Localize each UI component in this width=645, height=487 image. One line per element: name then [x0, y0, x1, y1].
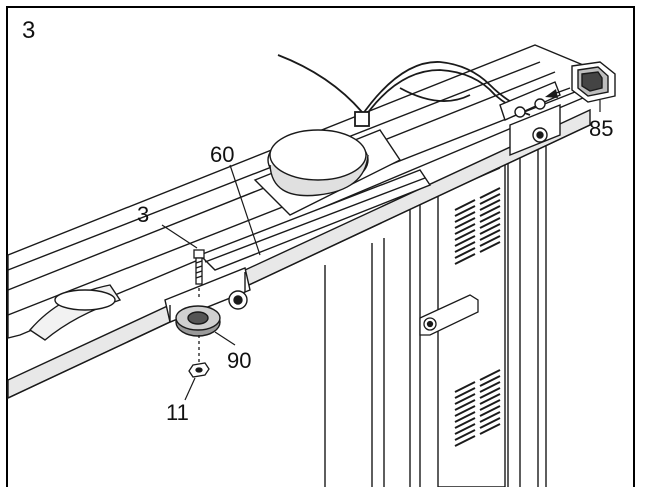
- step-number: 3: [22, 17, 35, 44]
- mid-bracket: [419, 294, 479, 336]
- motor-cover: [253, 129, 402, 216]
- leader-lines: [161, 100, 601, 401]
- callout-60: 60: [210, 142, 234, 167]
- end-plate: [499, 81, 561, 157]
- part-90-roller: [175, 305, 221, 337]
- callout-85: 85: [589, 116, 613, 141]
- callout-90: 90: [227, 348, 251, 373]
- part-3-bolt: [193, 249, 205, 362]
- part-11-nut: [188, 362, 210, 378]
- diagram-frame: [6, 6, 635, 487]
- vent-slots-upper: [454, 187, 501, 265]
- vent-slots-lower: [454, 369, 501, 447]
- callout-11: 11: [166, 400, 189, 425]
- part-85-cap: [571, 61, 616, 103]
- insert-arrow: [545, 87, 571, 98]
- part-60-rail: [198, 169, 432, 271]
- callout-3: 3: [137, 202, 149, 227]
